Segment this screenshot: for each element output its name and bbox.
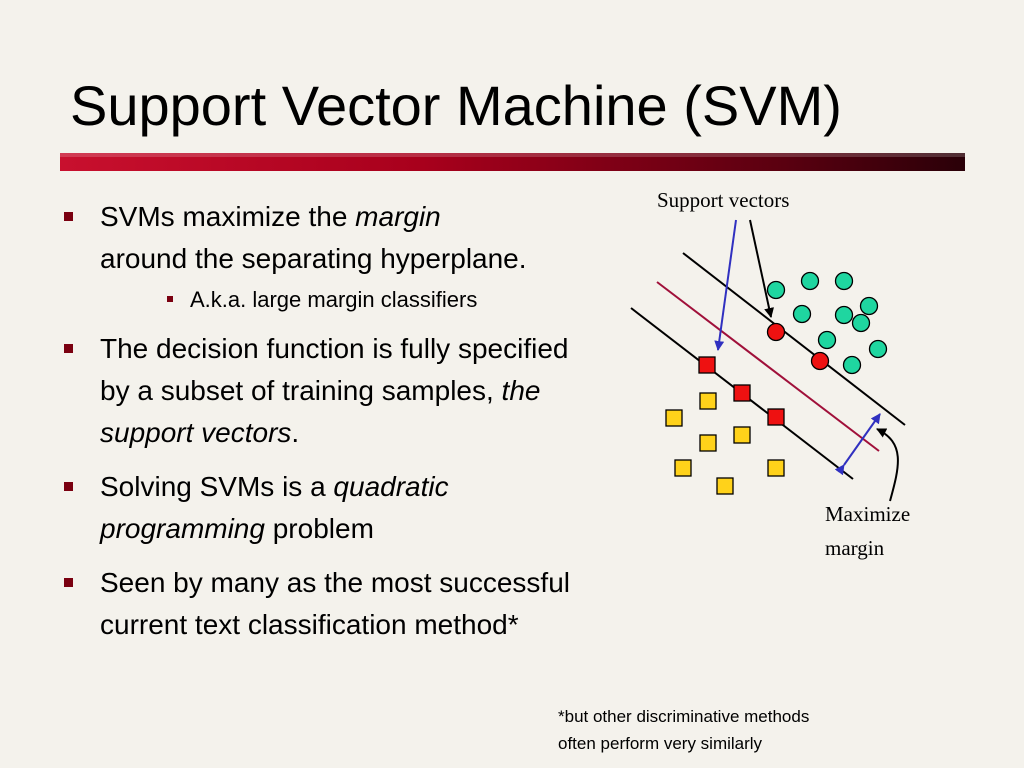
maximize-label: Maximize bbox=[825, 502, 910, 526]
bullet-emphasis: the support vectors bbox=[100, 375, 541, 448]
bullet-text: problem bbox=[264, 513, 374, 544]
support-vector-square bbox=[698, 356, 716, 374]
bullet-marker bbox=[64, 212, 73, 221]
title-divider bbox=[60, 153, 965, 171]
footnote: *but other discriminative methods often … bbox=[558, 703, 998, 757]
bullet-text: The decision function is fully specified… bbox=[100, 333, 569, 406]
bullet-text: Solving SVMs is a bbox=[100, 471, 334, 502]
footnote-line: *but other discriminative methods bbox=[558, 707, 810, 726]
data-point-circle bbox=[792, 304, 812, 324]
data-point-circle bbox=[842, 355, 862, 375]
bullet-item: Solving SVMs is a quadratic programming … bbox=[62, 466, 602, 550]
margin-line-upper bbox=[682, 252, 906, 426]
support-vector-arrow bbox=[749, 219, 774, 318]
bullet-item: The decision function is fully specified… bbox=[62, 328, 602, 454]
footnote-line: often perform very similarly bbox=[558, 734, 763, 753]
data-point-square bbox=[767, 459, 785, 477]
class-circles bbox=[766, 271, 888, 375]
margin-width-arrow bbox=[834, 413, 881, 476]
margin-label: margin bbox=[825, 536, 885, 560]
class-squares bbox=[665, 356, 785, 495]
bullet-text: . bbox=[291, 417, 300, 448]
support-vector-circle bbox=[766, 322, 786, 342]
svm-diagram: Support vectors Maximize margin bbox=[630, 188, 910, 560]
data-point-circle bbox=[851, 313, 871, 333]
data-point-square bbox=[699, 434, 717, 452]
bullet-text: SVMs maximize the bbox=[100, 201, 356, 232]
data-point-circle bbox=[834, 305, 854, 325]
bullet-marker bbox=[64, 344, 73, 353]
bullet-emphasis: quadratic programming bbox=[100, 471, 449, 544]
data-point-circle bbox=[859, 296, 879, 316]
bullet-marker bbox=[64, 482, 73, 491]
bullet-emphasis: margin bbox=[355, 201, 441, 232]
sub-bullet-text: A.k.a. large margin classifiers bbox=[190, 287, 478, 312]
bullet-item: SVMs maximize the margin around the sepa… bbox=[62, 196, 602, 280]
bullet-text: around the separating hyperplane. bbox=[100, 243, 527, 274]
data-point-circle bbox=[766, 280, 786, 300]
data-point-square bbox=[716, 477, 734, 495]
support-vectors-label: Support vectors bbox=[657, 188, 789, 212]
data-point-circle bbox=[868, 339, 888, 359]
support-vector-circle bbox=[810, 351, 830, 371]
data-point-circle bbox=[800, 271, 820, 291]
support-vector-square bbox=[733, 384, 751, 402]
bullet-text: Seen by many as the most successful curr… bbox=[100, 567, 570, 640]
support-vector-arrow bbox=[714, 219, 737, 351]
data-point-square bbox=[665, 409, 683, 427]
margin-callout-arrow bbox=[876, 428, 899, 502]
data-point-square bbox=[733, 426, 751, 444]
bullet-list: SVMs maximize the margin around the sepa… bbox=[62, 196, 602, 658]
bullet-item: Seen by many as the most successful curr… bbox=[62, 562, 602, 646]
slide-title: Support Vector Machine (SVM) bbox=[70, 74, 842, 137]
sub-bullet-marker bbox=[167, 296, 173, 302]
data-point-circle bbox=[834, 271, 854, 291]
data-point-square bbox=[699, 392, 717, 410]
sub-bullet-item: A.k.a. large margin classifiers bbox=[62, 284, 602, 316]
data-point-square bbox=[674, 459, 692, 477]
bullet-marker bbox=[64, 578, 73, 587]
support-vector-square bbox=[767, 408, 785, 426]
data-point-circle bbox=[817, 330, 837, 350]
